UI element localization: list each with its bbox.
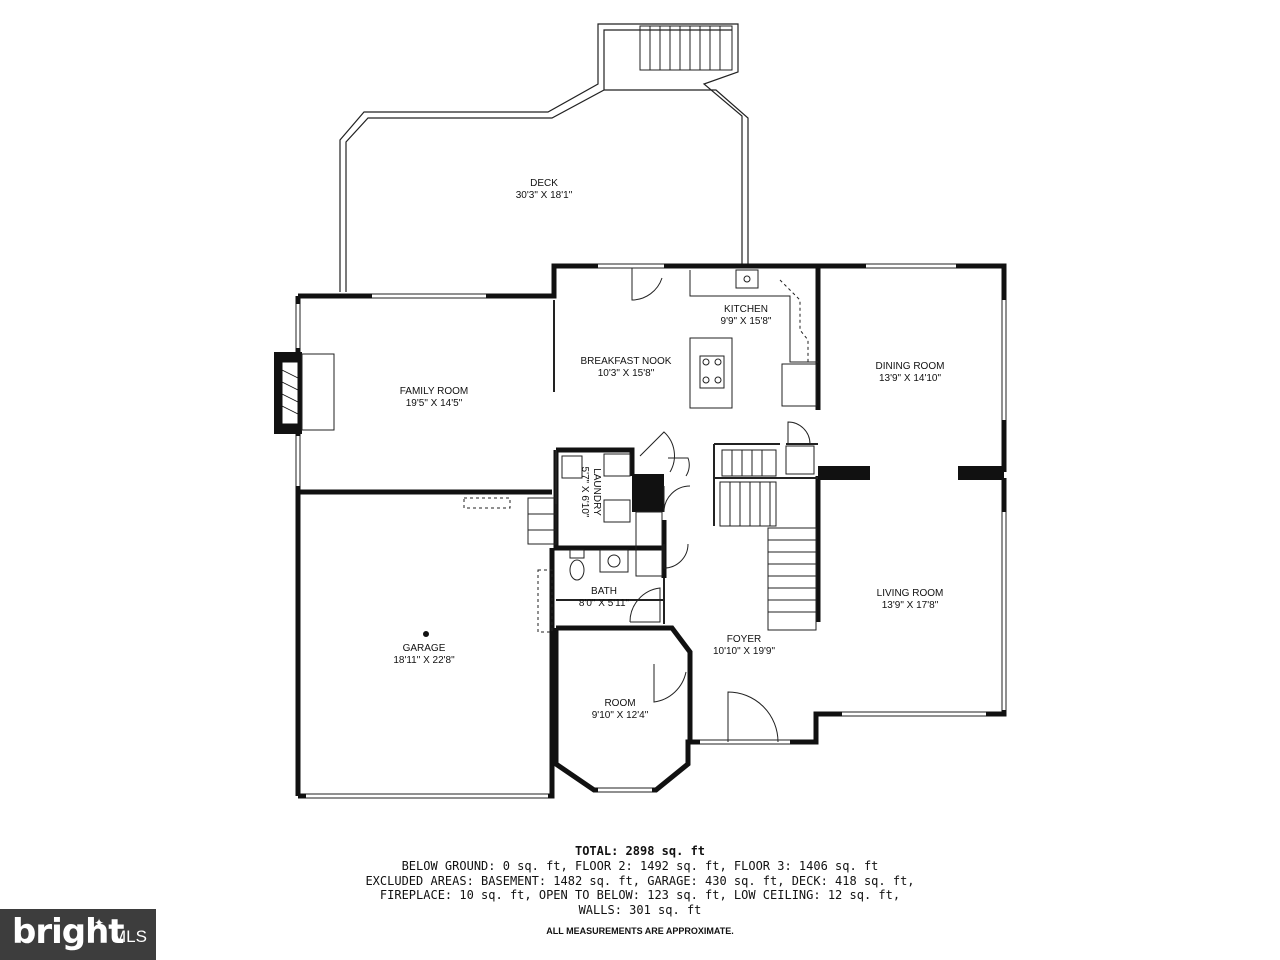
interior-walls	[553, 300, 818, 624]
room-size: 9'10" X 12'4"	[592, 710, 649, 721]
bath-name: BATH	[591, 586, 617, 597]
windows	[296, 264, 1006, 798]
deck-outline	[339, 23, 749, 292]
laundry-size: 5'7" X 6'10"	[579, 467, 590, 518]
family-room-size: 19'5" X 14'5"	[406, 398, 463, 409]
laundry-name: LAUNDRY	[591, 468, 602, 516]
logo-suffix: MLS	[112, 927, 147, 946]
deck-name: DECK	[530, 178, 558, 189]
foyer-size: 10'10" X 19'9"	[713, 646, 776, 657]
living-room-name: LIVING ROOM	[877, 588, 944, 599]
living-room-size: 13'9" X 17'8"	[882, 600, 939, 611]
garage-marker	[423, 631, 429, 637]
summary-line-3: FIREPLACE: 10 sq. ft, OPEN TO BELOW: 123…	[379, 888, 901, 903]
family-room-name: FAMILY ROOM	[400, 386, 469, 397]
breakfast-nook-size: 10'3" X 15'8"	[598, 368, 655, 379]
dining-room-name: DINING ROOM	[876, 361, 945, 372]
measurement-disclaimer: ALL MEASUREMENTS ARE APPROXIMATE.	[546, 926, 734, 936]
sparkle-icon: ✦	[94, 916, 105, 930]
kitchen-name: KITCHEN	[724, 304, 768, 315]
door-swings	[629, 268, 811, 743]
deck-stairs	[639, 25, 733, 71]
foyer-stairs	[719, 445, 817, 631]
dining-room-size: 13'9" X 14'10"	[879, 373, 942, 384]
deck-size: 30'3" X 18'1"	[516, 190, 573, 201]
garage-size: 18'11" X 22'8"	[393, 655, 455, 666]
bath-size: 8'0" X 5'11"	[579, 598, 630, 609]
garage-name: GARAGE	[403, 643, 446, 654]
foyer-name: FOYER	[727, 634, 761, 645]
area-summary: TOTAL: 2898 sq. ft BELOW GROUND: 0 sq. f…	[0, 844, 1280, 917]
breakfast-nook-name: BREAKFAST NOOK	[581, 356, 672, 367]
room-name: ROOM	[604, 698, 635, 709]
kitchen-fixtures	[689, 269, 818, 409]
chimney-block	[632, 474, 664, 512]
laundry-bath-fixtures	[463, 453, 663, 633]
bright-mls-logo: bright ✦ MLS	[0, 909, 156, 960]
summary-line-2: EXCLUDED AREAS: BASEMENT: 1482 sq. ft, G…	[365, 873, 915, 888]
summary-line-1: BELOW GROUND: 0 sq. ft, FLOOR 2: 1492 sq…	[401, 859, 879, 873]
total-area: TOTAL: 2898 sq. ft	[574, 844, 706, 858]
logo-brand: bright	[12, 912, 125, 952]
kitchen-island	[689, 337, 733, 409]
kitchen-size: 9'9" X 15'8"	[721, 316, 772, 327]
summary-line-4: WALLS: 301 sq. ft	[578, 902, 702, 917]
